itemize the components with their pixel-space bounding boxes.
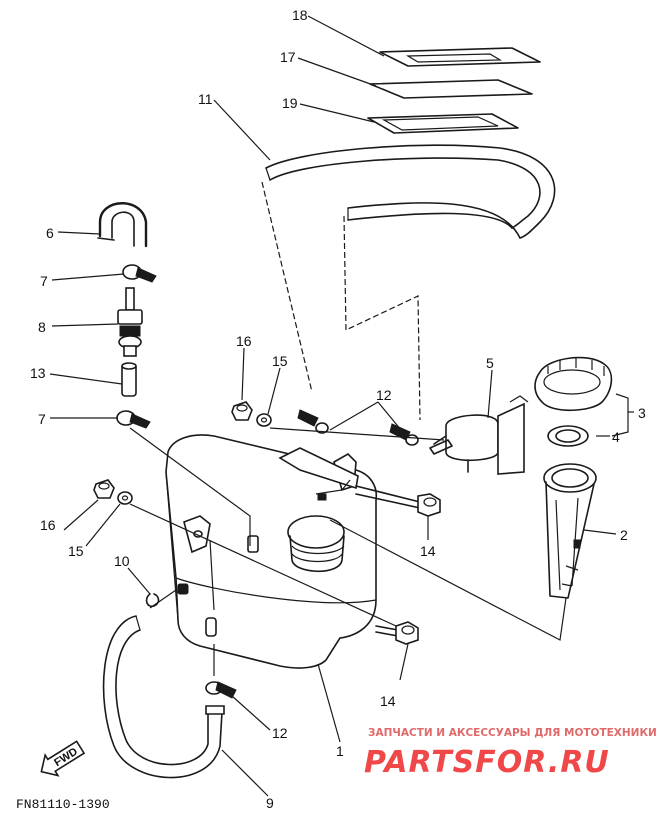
part-3-cap <box>534 356 613 412</box>
part-18-plate <box>379 47 541 67</box>
callout-13: 13 <box>30 365 46 381</box>
callout-9: 9 <box>266 795 274 811</box>
watermark-tagline: ЗАПЧАСТИ И АКСЕССУАРЫ ДЛЯ МОТОТЕХНИКИ <box>368 727 657 739</box>
callout-4: 4 <box>612 429 620 445</box>
watermark: ЗАПЧАСТИ И АКСЕССУАРЫ ДЛЯ МОТОТЕХНИКИ PA… <box>364 727 657 780</box>
part-6-elbow-hose <box>97 202 148 248</box>
part-19-damper <box>367 113 519 134</box>
forward-direction-arrow: FWD <box>40 740 86 777</box>
part-10-clip <box>145 593 160 608</box>
callout-7-lower: 7 <box>38 411 46 427</box>
callout-12-upper: 12 <box>376 387 392 403</box>
part-16-nut-upper <box>231 401 253 421</box>
part-2-filler-neck <box>543 463 597 599</box>
part-15-washer-lower <box>117 491 133 505</box>
callout-labels: 18 17 19 11 6 7 8 13 7 16 15 12 5 3 4 2 … <box>30 7 646 811</box>
callout-18: 18 <box>292 7 308 23</box>
part-8-fuel-cock <box>117 287 143 357</box>
part-7-clamp-upper <box>122 264 157 283</box>
part-17-pad <box>369 79 533 99</box>
part-5-bracket <box>429 395 529 475</box>
part-1-fuel-tank <box>165 434 378 669</box>
part-15-washer-upper <box>256 413 272 427</box>
part-14-bolt-lower <box>375 621 419 645</box>
part-9-fuel-hose <box>102 615 225 779</box>
callout-2: 2 <box>620 527 628 543</box>
part-13-pipe <box>121 362 137 397</box>
callout-12-lower: 12 <box>272 725 288 741</box>
callout-16-upper: 16 <box>236 333 252 349</box>
part-12-clamp-lower <box>205 681 237 699</box>
part-4-gasket <box>547 425 589 447</box>
watermark-brand: PARTSFOR.RU <box>364 745 610 780</box>
callout-6: 6 <box>46 225 54 241</box>
callout-5: 5 <box>486 355 494 371</box>
callout-8: 8 <box>38 319 46 335</box>
callout-16-lower: 16 <box>40 517 56 533</box>
callout-1: 1 <box>336 743 344 759</box>
assembly-lines <box>129 427 567 676</box>
callout-14-upper: 14 <box>420 543 436 559</box>
part-11-breather-hose <box>261 144 556 421</box>
callout-15-lower: 15 <box>68 543 84 559</box>
callout-15-upper: 15 <box>272 353 288 369</box>
part-12-clamp-upper-a <box>297 409 329 434</box>
part-14-bolt-upper <box>355 485 441 517</box>
leader-lines <box>49 15 634 797</box>
callout-11: 11 <box>198 91 213 107</box>
callout-10: 10 <box>114 553 130 569</box>
part-7-clamp-lower <box>116 410 151 429</box>
callout-19: 19 <box>282 95 298 111</box>
part-16-nut-lower <box>93 479 115 499</box>
callout-7-upper: 7 <box>40 273 48 289</box>
callout-17: 17 <box>280 49 296 65</box>
callout-3: 3 <box>638 405 646 421</box>
diagram-code: FN81110-1390 <box>16 797 110 812</box>
callout-14-lower: 14 <box>380 693 396 709</box>
